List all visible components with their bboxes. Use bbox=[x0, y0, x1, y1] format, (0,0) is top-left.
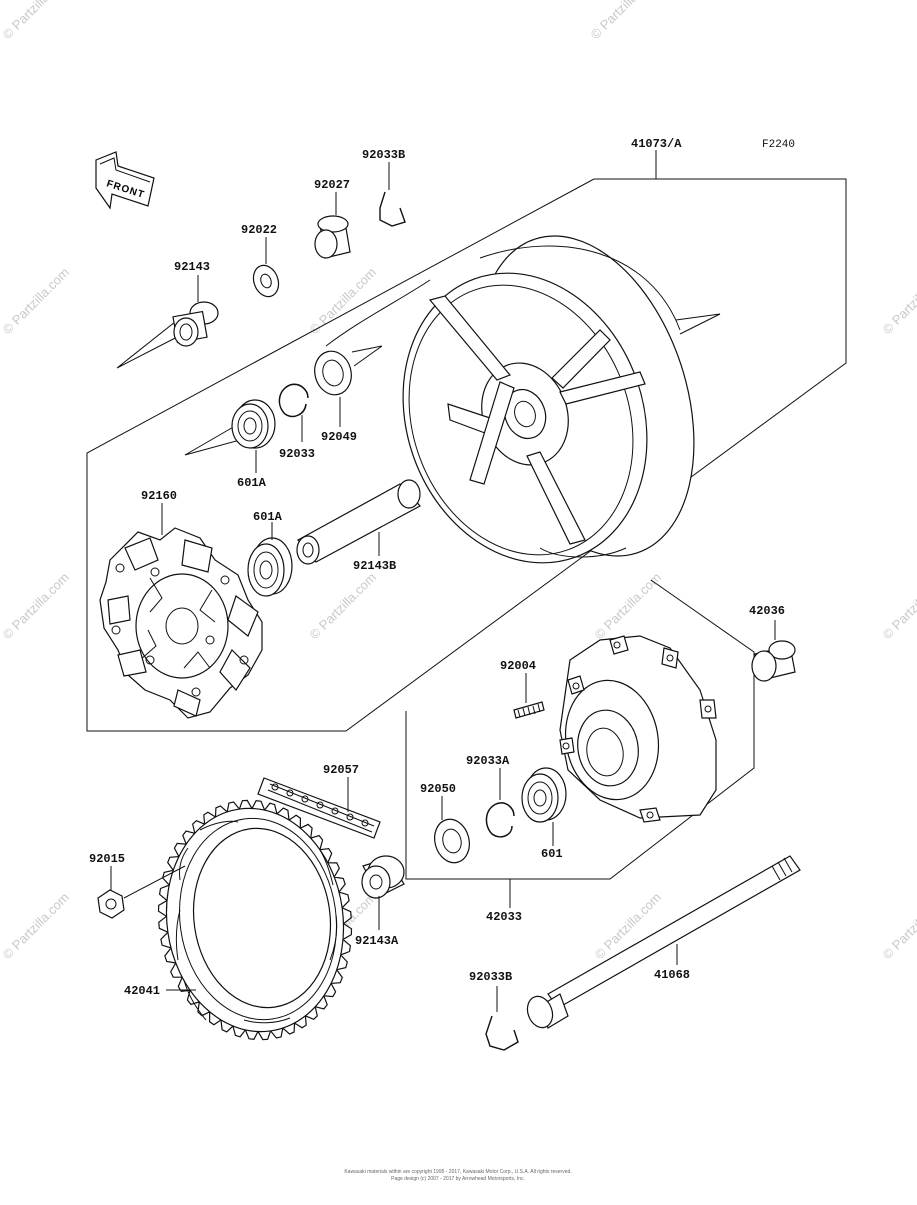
watermark-text: © Partzilla.com bbox=[0, 570, 72, 643]
damper-92160: 92160 bbox=[99, 489, 263, 719]
label-42036: 42036 bbox=[749, 604, 785, 618]
label-92033: 92033 bbox=[279, 447, 315, 461]
seal-92050: 92050 bbox=[420, 782, 470, 864]
coupling-42033: 42033 bbox=[486, 635, 717, 924]
bearing-601: 601 bbox=[521, 767, 567, 861]
collar-92027: 92027 bbox=[314, 178, 351, 259]
footer-copyright: Kawasaki materials within are copyright … bbox=[344, 1169, 571, 1175]
footer-design: Page design (c) 2007 - 2017 by Arrowhead… bbox=[391, 1176, 525, 1182]
clip-92033b-bottom: 92033B bbox=[469, 970, 519, 1051]
label-92033b-top: 92033B bbox=[362, 148, 405, 162]
watermark-text: © Partzilla.com bbox=[880, 890, 917, 963]
watermark-text: © Partzilla.com bbox=[0, 0, 72, 42]
watermark-text: © Partzilla.com bbox=[307, 570, 380, 643]
label-92050: 92050 bbox=[420, 782, 456, 796]
collar-92022: 92022 bbox=[241, 223, 280, 298]
wheel-assembly-frame bbox=[86, 178, 847, 732]
label-92033b-bottom: 92033B bbox=[469, 970, 512, 984]
chain-92057: 92057 bbox=[257, 763, 381, 839]
collar-92143b: 92143B bbox=[296, 479, 421, 573]
coupling-assembly-frame bbox=[405, 579, 755, 880]
figure-code: F2240 bbox=[762, 139, 795, 151]
label-41073a: 41073/A bbox=[631, 137, 682, 151]
nut-92015: 92015 bbox=[89, 852, 186, 919]
bush-92143: 92143 bbox=[116, 260, 219, 369]
circlip-92033: 92033 bbox=[278, 383, 315, 461]
clip-92033b-top: 92033B bbox=[362, 148, 406, 227]
bearing-601a-lower: 601A bbox=[247, 510, 293, 597]
label-92022: 92022 bbox=[241, 223, 277, 237]
label-92004: 92004 bbox=[500, 659, 536, 673]
label-92143: 92143 bbox=[174, 260, 210, 274]
label-42033: 42033 bbox=[486, 910, 522, 924]
label-92015: 92015 bbox=[89, 852, 125, 866]
label-92033a: 92033A bbox=[466, 754, 510, 768]
watermark-text: © Partzilla.com bbox=[880, 570, 917, 643]
axle-41068: 41068 bbox=[526, 855, 801, 1029]
label-42041: 42041 bbox=[124, 984, 160, 998]
label-92057: 92057 bbox=[323, 763, 359, 777]
watermark-text: © Partzilla.com bbox=[0, 265, 72, 338]
label-92160: 92160 bbox=[141, 489, 177, 503]
seal-92049: 92049 bbox=[314, 345, 383, 444]
rear-wheel bbox=[325, 235, 721, 564]
label-601a-lower: 601A bbox=[253, 510, 283, 524]
label-41068: 41068 bbox=[654, 968, 690, 982]
circlip-92033a: 92033A bbox=[466, 754, 515, 838]
watermark-text: © Partzilla.com bbox=[588, 0, 661, 42]
watermark-text: © Partzilla.com bbox=[0, 890, 72, 963]
stud-92004: 92004 bbox=[500, 659, 545, 719]
label-92027: 92027 bbox=[314, 178, 350, 192]
collar-42036: 42036 bbox=[749, 604, 796, 682]
label-92143b: 92143B bbox=[353, 559, 396, 573]
watermark-text: © Partzilla.com bbox=[592, 570, 665, 643]
label-92049: 92049 bbox=[321, 430, 357, 444]
front-arrow-icon: FRONT bbox=[95, 151, 155, 210]
collar-92143a: 92143A bbox=[355, 855, 405, 948]
label-601: 601 bbox=[541, 847, 563, 861]
sprocket-42041: 42041 bbox=[124, 799, 353, 1041]
watermark-text: © Partzilla.com bbox=[880, 265, 917, 338]
bearing-601a-upper: 601A bbox=[184, 399, 276, 490]
label-601a-upper: 601A bbox=[237, 476, 267, 490]
label-92143a: 92143A bbox=[355, 934, 399, 948]
